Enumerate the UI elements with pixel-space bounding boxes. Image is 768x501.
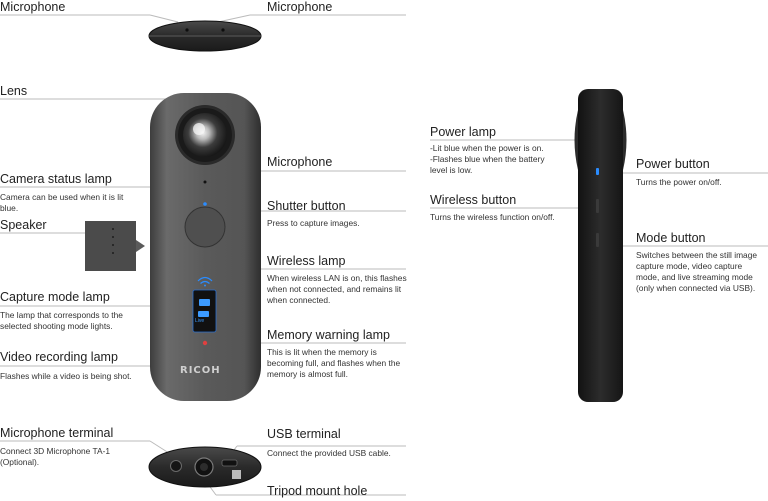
label-video-recording-lamp: Video recording lamp [0,350,118,364]
label-camera-status-lamp: Camera status lamp [0,172,112,186]
desc-wireless-lamp: When wireless LAN is on, this flashes wh… [267,273,407,305]
desc-shutter-button: Press to capture images. [267,218,360,228]
label-microphone-right: Microphone [267,0,333,14]
label-speaker: Speaker [0,218,47,232]
label-wireless-button: Wireless button [430,193,517,207]
label-memory-warning-lamp: Memory warning lamp [267,328,390,342]
camera-front-view [150,93,261,401]
desc-capture-mode-lamp: The lamp that corresponds to the selecte… [0,310,123,331]
desc-usb-terminal: Connect the provided USB cable. [267,448,391,458]
label-microphone-left: Microphone [0,0,66,14]
label-power-lamp: Power lamp [430,125,496,139]
live-mode-label: Live [195,318,205,324]
camera-bottom-view [148,446,262,488]
desc-mode-button: Switches between the still image capture… [636,250,758,293]
desc-power-button: Turns the power on/off. [636,177,722,187]
label-power-button: Power button [636,157,710,171]
label-usb-terminal: USB terminal [267,427,341,441]
desc-wireless-button: Turns the wireless function on/off. [430,212,555,222]
speaker-inset [85,221,145,271]
label-mode-button: Mode button [636,231,706,245]
desc-power-lamp-2: -Flashes blue when the battery level is … [430,154,545,175]
brand-logo: RICOH [180,365,221,376]
wifi-icon [197,276,213,287]
label-microphone-front: Microphone [267,155,333,169]
desc-power-lamp-1: -Lit blue when the power is on. [430,143,544,153]
desc-camera-status-lamp: Camera can be used when it is lit blue. [0,192,124,213]
label-wireless-lamp: Wireless lamp [267,254,346,268]
label-capture-mode-lamp: Capture mode lamp [0,290,110,304]
label-shutter-button: Shutter button [267,199,346,213]
camera-top-view [148,20,262,52]
desc-microphone-terminal: Connect 3D Microphone TA-1 (Optional). [0,446,111,467]
label-lens: Lens [0,84,28,98]
camera-side-view [574,89,627,402]
desc-video-recording-lamp: Flashes while a video is being shot. [0,371,132,381]
label-tripod-mount-hole: Tripod mount hole [267,484,368,498]
label-microphone-terminal: Microphone terminal [0,426,114,440]
desc-memory-warning-lamp: This is lit when the memory is becoming … [267,347,401,379]
